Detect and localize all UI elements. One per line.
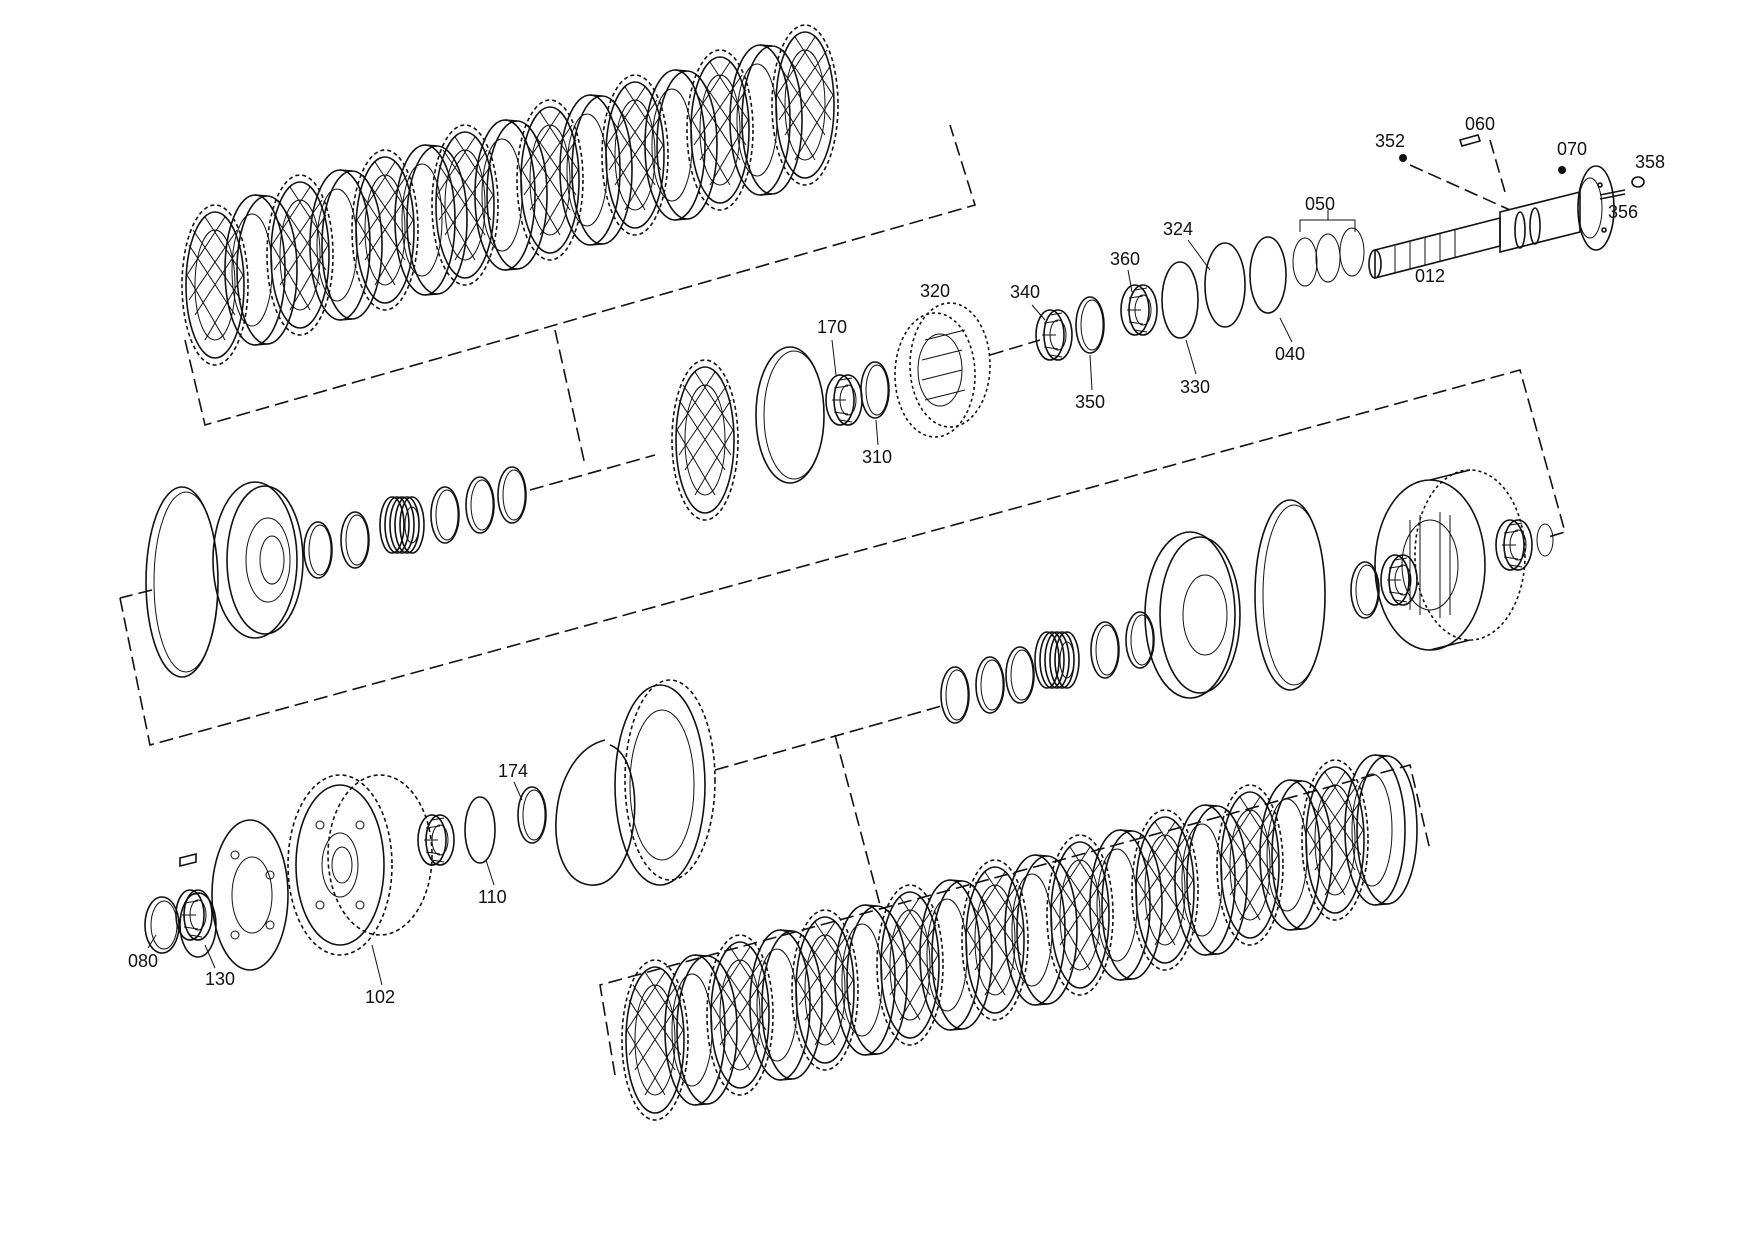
part-labels: 012 040 050 060 070 080 102 110 130 170 …: [128, 114, 1665, 1007]
connector-line: [119, 369, 1566, 746]
label-310: 310: [862, 447, 892, 467]
label-320: 320: [920, 281, 950, 301]
gear-320: [894, 302, 991, 438]
middle-lower-assembly: [714, 469, 1554, 771]
label-040: 040: [1275, 344, 1305, 364]
label-060: 060: [1465, 114, 1495, 134]
lower-clutch-pack: [599, 734, 1431, 1121]
label-350: 350: [1075, 392, 1105, 412]
shaft-012: [1368, 165, 1615, 280]
upper-clutch-pack: [181, 24, 977, 466]
label-080: 080: [128, 951, 158, 971]
label-340: 340: [1010, 282, 1040, 302]
label-330: 330: [1180, 377, 1210, 397]
label-324: 324: [1163, 219, 1193, 239]
output-assembly: [144, 679, 716, 971]
label-360: 360: [1110, 249, 1140, 269]
label-170: 170: [817, 317, 847, 337]
label-102: 102: [365, 987, 395, 1007]
label-174: 174: [498, 761, 528, 781]
label-012: 012: [1415, 266, 1445, 286]
label-070: 070: [1557, 139, 1587, 159]
label-050: 050: [1305, 194, 1335, 214]
label-130: 130: [205, 969, 235, 989]
label-352: 352: [1375, 131, 1405, 151]
label-110: 110: [478, 887, 507, 907]
gear-102: [287, 774, 433, 956]
label-356: 356: [1608, 202, 1638, 222]
middle-upper-assembly: [145, 134, 1645, 678]
label-358: 358: [1635, 152, 1665, 172]
clutch-drum: [1374, 469, 1526, 651]
